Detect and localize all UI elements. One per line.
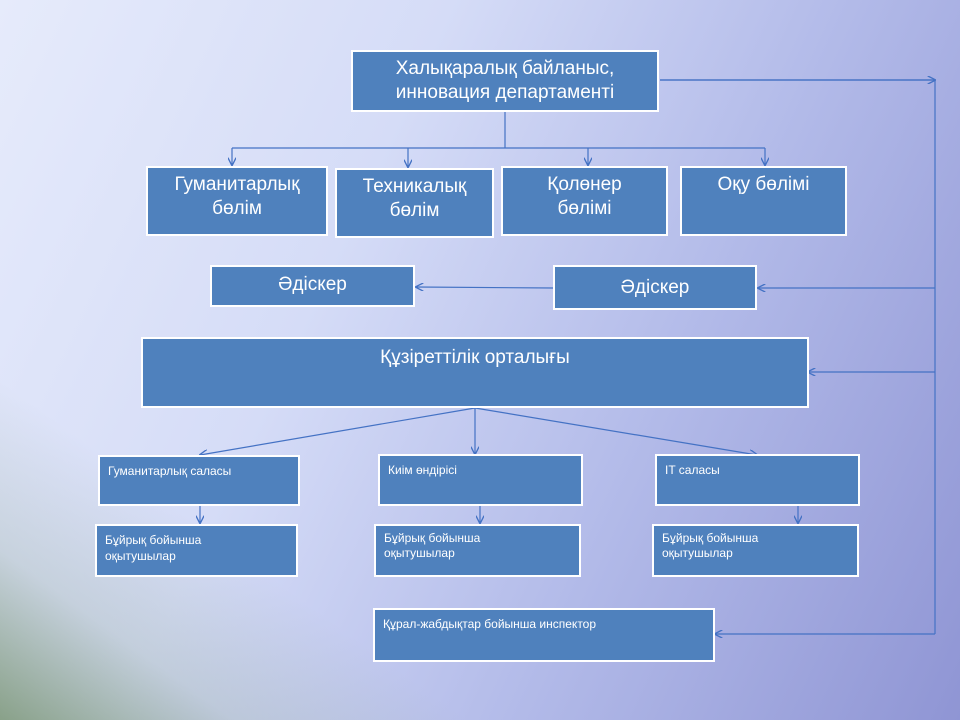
department-label-line-1: Оқу бөлімі [717,174,810,195]
teachers-box-it: Бұйрық бойынша оқытушылар [652,524,859,577]
competence-center-box: Құзіреттілік орталығы [141,337,809,408]
teachers-label-line-1: Бұйрық бойынша [662,531,759,545]
department-box-education: Оқу бөлімі [680,166,847,236]
top-department-line-1: Халықаралық байланыс, [395,58,615,79]
connector-center-to-branch-1 [200,407,476,455]
inspector-label: Құрал-жабдықтар бойынша инспектор [383,617,597,631]
department-label-line-2: бөлімі [557,198,612,219]
branch-box-humanities: Гуманитарлық саласы [98,455,300,506]
top-department-line-2: инновация департаменті [395,82,615,103]
methodist-box-left: Әдіскер [210,265,415,307]
teachers-label-line-2: оқытушылар [662,546,733,560]
department-label-line-1: Қолөнер [547,174,622,195]
teachers-box-clothing: Бұйрық бойынша оқытушылар [374,524,581,577]
teachers-label-line-1: Бұйрық бойынша [384,531,481,545]
department-box-technical: Техникалық бөлім [335,168,494,238]
connector-methodist-link [416,287,554,288]
competence-center-label: Құзіреттілік орталығы [380,347,570,368]
department-label-line-1: Техникалық [362,176,467,197]
department-label-line-2: бөлім [212,198,262,219]
branch-label: Гуманитарлық саласы [108,464,232,478]
methodist-label: Әдіскер [278,274,347,295]
top-department-box: Халықаралық байланыс, инновация департам… [351,50,659,112]
department-box-crafts: Қолөнер бөлімі [501,166,668,236]
department-label-line-1: Гуманитарлық [174,174,300,195]
connector-center-to-branch-3 [474,407,757,455]
branch-box-clothing: Киім өндірісі [378,454,583,506]
teachers-box-humanities: Бұйрық бойынша оқытушылар [95,524,298,577]
branch-box-it: IT саласы [655,454,860,506]
department-label-line-2: бөлім [389,200,440,221]
teachers-label-line-1: Бұйрық бойынша [105,533,202,547]
branch-label: Киім өндірісі [388,463,457,477]
methodist-box-right: Әдіскер [553,265,757,310]
methodist-label: Әдіскер [620,277,690,298]
department-box-humanities: Гуманитарлық бөлім [146,166,328,236]
inspector-box: Құрал-жабдықтар бойынша инспектор [373,608,715,662]
teachers-label-line-2: оқытушылар [384,546,455,560]
teachers-label-line-2: оқытушылар [105,549,176,563]
branch-label: IT саласы [665,463,720,477]
